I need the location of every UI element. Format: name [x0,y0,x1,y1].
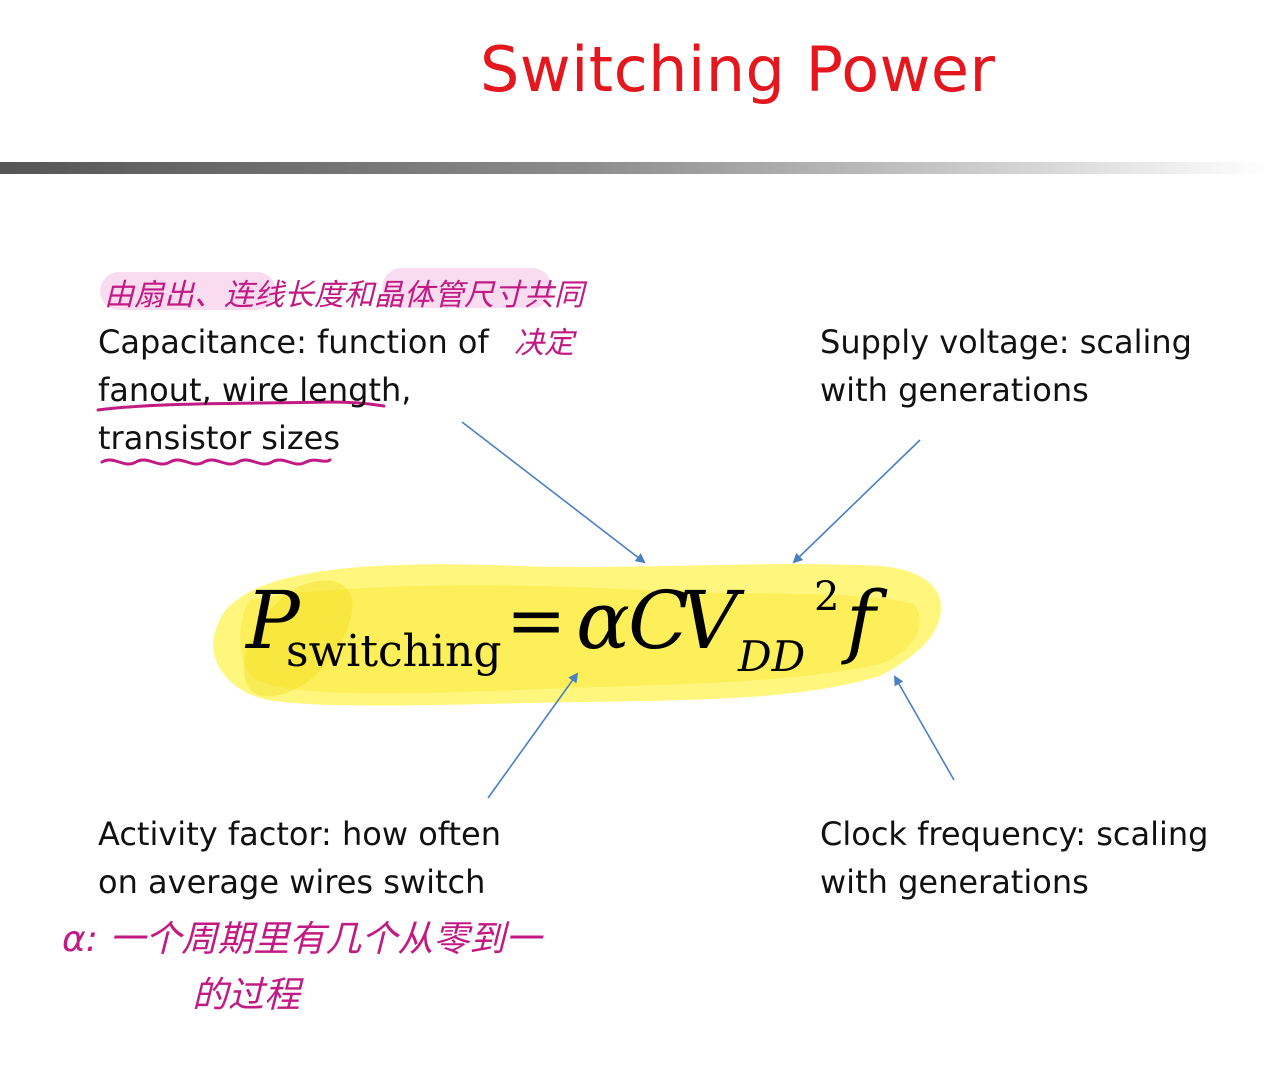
clock-frequency-label: Clock frequency: scaling with generation… [820,810,1208,906]
formula-alpha: α [576,574,631,667]
capacitance-label-line1: Capacitance: function of [98,323,489,361]
supply-voltage-label-line2: with generations [820,371,1089,409]
clock-frequency-label-line1: Clock frequency: scaling [820,815,1209,853]
activity-factor-label: Activity factor: how often on average wi… [98,810,501,906]
annotation-capacitance-right: 决定 [514,326,574,361]
formula-subscript-switching: switching [286,626,502,677]
annotation-highlights [100,268,552,310]
formula-c: C [628,574,690,667]
title-rule [0,162,1267,174]
arrow-activity-factor [487,672,579,799]
activity-factor-label-line2: on average wires switch [98,863,486,901]
annotation-activity-line2: 的过程 [192,975,301,1016]
arrow-capacitance [461,421,646,564]
supply-voltage-label-line1: Supply voltage: scaling [820,323,1192,361]
formula-equals: = [506,578,567,662]
capacitance-label-line2: fanout, wire length, [98,371,412,409]
handwritten-underlines [96,400,386,466]
arrow-supply-voltage [792,439,921,564]
capacitance-label-line3: transistor sizes [98,419,340,457]
arrow-clock-frequency [894,675,955,781]
activity-factor-label-line1: Activity factor: how often [98,815,501,853]
slide-title: Switching Power [480,33,996,106]
supply-voltage-label: Supply voltage: scaling with generations [820,318,1192,414]
annotation-activity-line1: α: 一个周期里有几个从零到一 [62,919,542,960]
formula-highlight [212,564,942,706]
formula-subscript-dd: DD [738,632,806,681]
clock-frequency-label-line2: with generations [820,863,1089,901]
formula-p: P [246,574,300,667]
formula-v: V [680,574,738,667]
formula-f: f [846,574,876,667]
formula-exponent: 2 [814,574,840,620]
arrows [461,421,955,799]
annotation-capacitance-top: 由扇出、连线长度和晶体管尺寸共同 [104,278,584,313]
capacitance-label: Capacitance: function of fanout, wire le… [98,318,489,462]
